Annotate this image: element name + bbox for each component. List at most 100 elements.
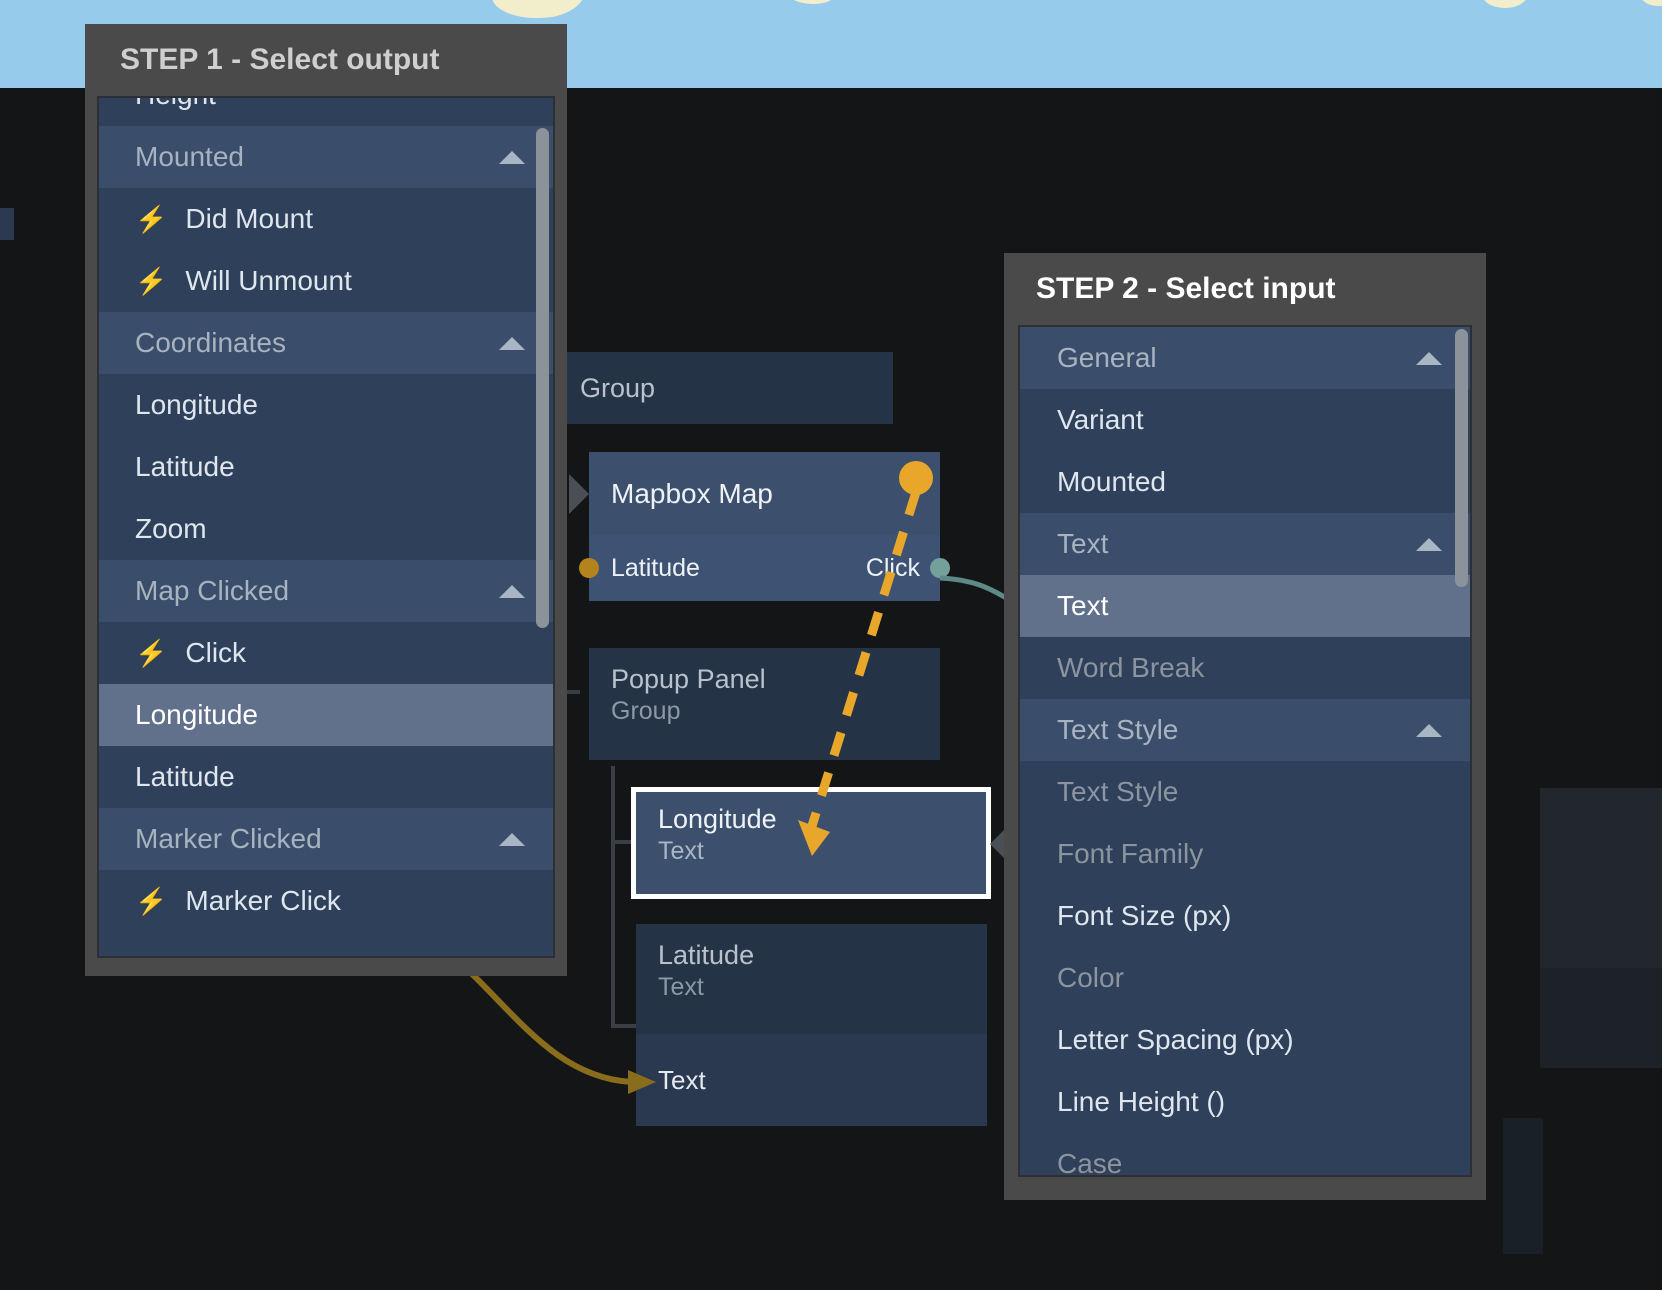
step1-option-click[interactable]: ⚡Click (99, 622, 553, 684)
chevron-up-icon[interactable] (1416, 723, 1442, 737)
chevron-up-icon[interactable] (1416, 351, 1442, 365)
lightning-bolt-icon: ⚡ (135, 885, 168, 916)
step1-panel[interactable]: STEP 1 - Select output HeightMounted⚡Did… (85, 24, 567, 976)
step2-option-variant[interactable]: Variant (1020, 389, 1470, 451)
node-longitude-selected[interactable]: Longitude Text (631, 787, 1012, 899)
step1-option-list[interactable]: HeightMounted ⚡ Did Mount ⚡ Will UnmountCoor… (97, 96, 555, 958)
lightning-bolt-icon: ⚡ (135, 203, 168, 234)
step1-option-latitude[interactable]: Latitude (99, 436, 553, 498)
step2-option-label: Letter Spacing (px) (1057, 1024, 1294, 1055)
step1-option-label: Longitude (135, 389, 259, 420)
chevron-up-icon[interactable] (499, 150, 525, 164)
node-text-row-label: Text (658, 1064, 706, 1095)
tree-rail (611, 840, 633, 844)
step1-option-height[interactable]: Height (99, 98, 553, 126)
step1-scrollbar-thumb[interactable] (536, 128, 549, 628)
step1-option-label: Latitude (135, 451, 235, 482)
step1-option-label: Longitude (135, 699, 259, 730)
chevron-up-icon[interactable] (1416, 537, 1442, 551)
step2-option-word-break[interactable]: Word Break (1020, 637, 1470, 699)
step2-option-label: Text (1057, 528, 1109, 559)
chevron-up-icon[interactable] (499, 584, 525, 598)
landmass-shape (1640, 0, 1662, 6)
lightning-bolt-icon: ⚡ (135, 265, 168, 296)
step1-option-longitude[interactable]: Longitude (99, 684, 553, 746)
step2-option-label: Case (1057, 1148, 1123, 1175)
step1-option-label: Did Mount (185, 203, 313, 234)
node-popup-title: Popup Panel (611, 664, 766, 694)
step1-option-label: Marker Clicked (135, 823, 322, 854)
landmass-shape (786, 0, 842, 4)
step2-scrollbar-thumb[interactable] (1455, 329, 1468, 587)
step2-option-text[interactable]: Text (1020, 575, 1470, 637)
tree-rail (611, 766, 615, 1028)
step2-option-label: General (1057, 342, 1157, 373)
step1-option-map-clicked[interactable]: Map Clicked (99, 560, 553, 622)
step2-option-line-height[interactable]: Line Height () (1020, 1071, 1470, 1133)
step2-option-label: Line Height () (1057, 1086, 1226, 1117)
step1-option-label: Latitude (135, 761, 235, 792)
node-popup-subtitle: Group (611, 697, 681, 725)
step2-option-text-style[interactable]: Text Style (1020, 761, 1470, 823)
step2-option-label: Mounted (1057, 466, 1166, 497)
chevron-up-icon[interactable] (499, 336, 525, 350)
step2-option-case[interactable]: Case (1020, 1133, 1470, 1175)
step1-option-mounted[interactable]: Mounted (99, 126, 553, 188)
step2-option-label: Text Style (1057, 714, 1179, 745)
step2-option-font-size-px[interactable]: Font Size (px) (1020, 885, 1470, 947)
tree-rail (611, 1024, 637, 1028)
step2-option-font-family[interactable]: Font Family (1020, 823, 1470, 885)
node-mapbox-title: Mapbox Map (589, 452, 940, 535)
step2-option-label: Font Family (1057, 838, 1204, 869)
collapse-arrow-icon[interactable] (569, 474, 589, 514)
node-group-label: Group (580, 372, 656, 403)
chevron-up-icon[interactable] (499, 832, 525, 846)
node-port-label-latitude: Latitude (611, 553, 700, 582)
step2-option-general[interactable]: General (1020, 327, 1470, 389)
step1-option-longitude[interactable]: Longitude (99, 374, 553, 436)
step1-option-label: Map Clicked (135, 575, 290, 606)
step2-option-letter-spacing-px[interactable]: Letter Spacing (px) (1020, 1009, 1470, 1071)
tree-rail (560, 690, 580, 694)
step1-option-label: Click (185, 637, 247, 668)
side-panel-block (1503, 1118, 1543, 1254)
node-mapbox-map[interactable]: Mapbox Map Latitude Click (569, 452, 950, 601)
landmass-shape (532, 0, 568, 8)
landmass-shape (1482, 0, 1530, 8)
step1-option-label: Will Unmount (185, 265, 352, 296)
step1-option-label: Coordinates (135, 327, 286, 358)
step1-option-latitude[interactable]: Latitude (99, 746, 553, 808)
step2-option-color[interactable]: Color (1020, 947, 1470, 1009)
step2-title: STEP 2 - Select input (1036, 272, 1336, 305)
side-panel-block (1540, 968, 1662, 1068)
input-port-dot[interactable] (579, 558, 599, 578)
step1-option-label: Zoom (135, 513, 207, 544)
node-port-label-click: Click (865, 553, 920, 582)
step1-option-label: Mounted (135, 141, 244, 172)
step2-option-label: Variant (1057, 404, 1144, 435)
step1-option-marker-clicked[interactable]: Marker Clicked (99, 808, 553, 870)
step1-option-coordinates[interactable]: Coordinates (99, 312, 553, 374)
node-longitude-title: Longitude (658, 804, 777, 834)
node-mapbox-ports[interactable]: Latitude Click (579, 535, 950, 601)
step1-option-marker-click[interactable]: ⚡Marker Click (99, 870, 553, 922)
step2-option-text-style[interactable]: Text Style (1020, 699, 1470, 761)
step2-option-label: Text (1057, 590, 1109, 621)
node-popup-panel[interactable]: Popup Panel Group (589, 648, 940, 760)
step2-option-label: Color (1057, 962, 1124, 993)
step1-option-will-unmount[interactable]: ⚡ Will Unmount (99, 250, 553, 312)
step2-option-label: Font Size (px) (1057, 900, 1232, 931)
step1-option-did-mount[interactable]: ⚡ Did Mount (99, 188, 553, 250)
step1-option-label: Height (135, 98, 216, 111)
step1-option-zoom[interactable]: Zoom (99, 498, 553, 560)
step2-option-mounted[interactable]: Mounted (1020, 451, 1470, 513)
node-text-row[interactable]: Text (636, 1034, 987, 1126)
output-port-dot[interactable] (930, 558, 950, 578)
side-panel-block (1540, 788, 1662, 968)
node-latitude-title: Latitude (658, 940, 755, 970)
step2-option-text[interactable]: Text (1020, 513, 1470, 575)
node-group[interactable]: Group (560, 352, 893, 424)
node-latitude[interactable]: Latitude Text (636, 924, 987, 1034)
